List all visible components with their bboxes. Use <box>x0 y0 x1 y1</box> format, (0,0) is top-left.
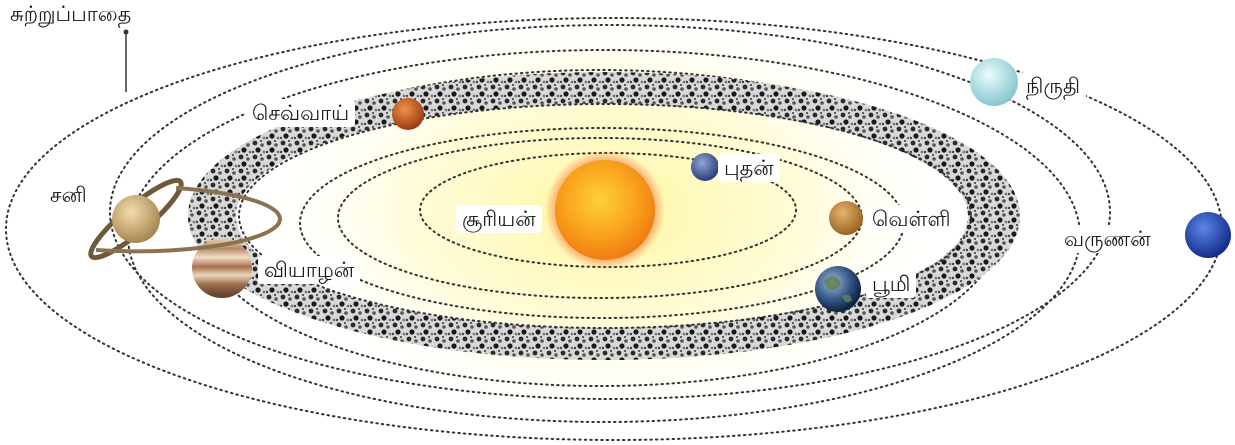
mars-label: செவ்வாய் <box>246 99 356 127</box>
orbit-uranus <box>109 24 1111 400</box>
planet-mercury <box>691 153 719 181</box>
planet-jupiter <box>192 238 252 298</box>
orbit-label: சுற்றுப்பாதை <box>4 0 138 28</box>
orbit-mercury <box>419 152 797 268</box>
planet-uranus <box>970 58 1018 106</box>
planet-neptune <box>1185 212 1231 258</box>
neptune-label: வருணன் <box>1058 225 1157 253</box>
jupiter-label: வியாழன் <box>258 256 361 284</box>
sun-label: சூரியன் <box>456 205 542 233</box>
planet-mars <box>392 98 424 130</box>
mercury-label: புதன் <box>718 154 780 182</box>
orbit-leader-dot <box>123 29 129 35</box>
planet-venus <box>829 201 863 235</box>
orbit-mars <box>238 103 972 329</box>
venus-label: வெள்ளி <box>866 205 957 233</box>
planet-saturn <box>88 177 282 261</box>
uranus-label: நிருதி <box>1020 72 1087 100</box>
sun <box>555 160 655 260</box>
saturn-label: சனி <box>44 181 93 209</box>
planet-earth <box>815 266 861 312</box>
earth-label: பூமி <box>866 270 917 298</box>
